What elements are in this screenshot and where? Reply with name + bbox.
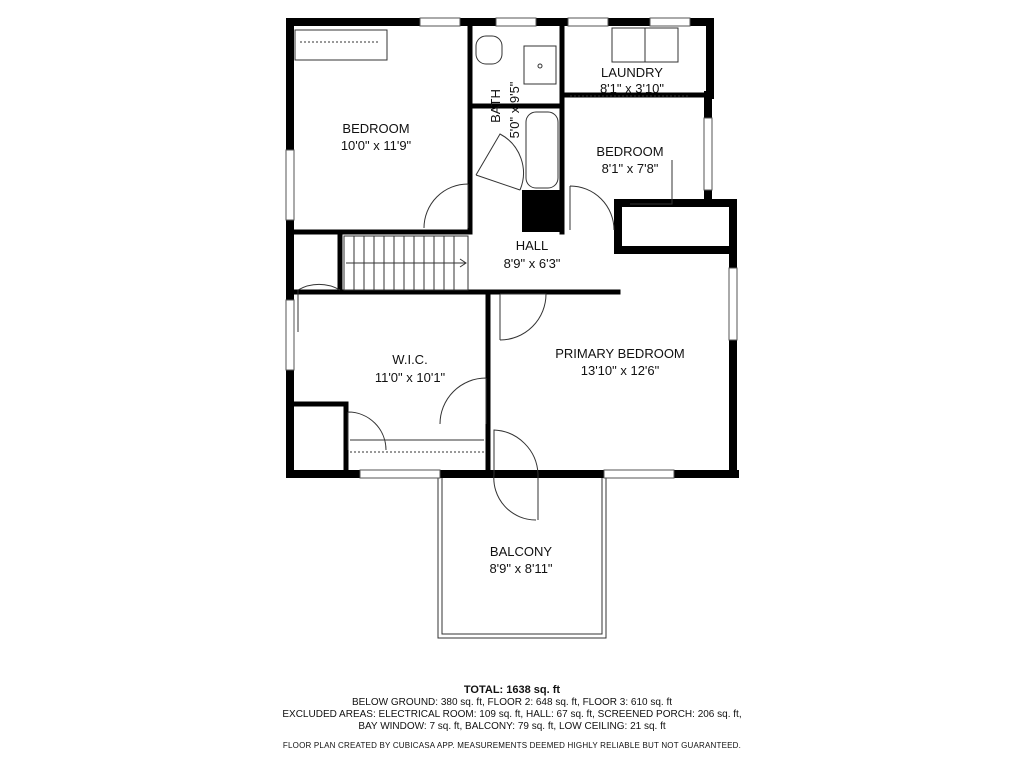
room-name-laundry: LAUNDRY bbox=[601, 65, 663, 80]
door-swings bbox=[297, 133, 673, 521]
room-name-wic: W.I.C. bbox=[392, 352, 427, 367]
disclaimer: FLOOR PLAN CREATED BY CUBICASA APP. MEAS… bbox=[282, 741, 742, 750]
room-name-balcony: BALCONY bbox=[490, 544, 552, 559]
stairs bbox=[343, 235, 469, 291]
excluded-areas-line-2: BAY WINDOW: 7 sq. ft, BALCONY: 79 sq. ft… bbox=[358, 721, 666, 732]
room-name-primary-bedroom: PRIMARY BEDROOM bbox=[555, 346, 685, 361]
room-name-bath: BATH bbox=[488, 89, 503, 123]
floor-plan: BEDROOM 10'0" x 11'9" BATH 5'0" x 9'5" L… bbox=[285, 17, 739, 639]
room-dims-bedroom-2: 8'1" x 7'8" bbox=[602, 161, 659, 176]
room-dims-wic: 11'0" x 10'1" bbox=[375, 370, 446, 385]
room-name-bedroom-2: BEDROOM bbox=[596, 144, 663, 159]
room-dims-primary-bedroom: 13'10" x 12'6" bbox=[581, 363, 660, 378]
windows bbox=[285, 17, 738, 479]
interior-walls bbox=[287, 19, 711, 477]
room-dims-laundry: 8'1" x 3'10" bbox=[600, 81, 664, 96]
room-dims-bedroom-1: 10'0" x 11'9" bbox=[341, 138, 412, 153]
room-name-bedroom-1: BEDROOM bbox=[342, 121, 409, 136]
room-dims-balcony: 8'9" x 8'11" bbox=[489, 561, 552, 576]
total-area: TOTAL: 1638 sq. ft bbox=[463, 684, 561, 696]
fixtures bbox=[294, 27, 690, 453]
floor-areas-line: BELOW GROUND: 380 sq. ft, FLOOR 2: 648 s… bbox=[351, 697, 673, 708]
room-dims-hall: 8'9" x 6'3" bbox=[504, 256, 561, 271]
room-dims-bath: 5'0" x 9'5" bbox=[507, 81, 522, 138]
chimney-block bbox=[522, 190, 560, 232]
room-name-hall: HALL bbox=[516, 238, 549, 253]
excluded-areas-line: EXCLUDED AREAS: ELECTRICAL ROOM: 109 sq.… bbox=[282, 709, 742, 720]
